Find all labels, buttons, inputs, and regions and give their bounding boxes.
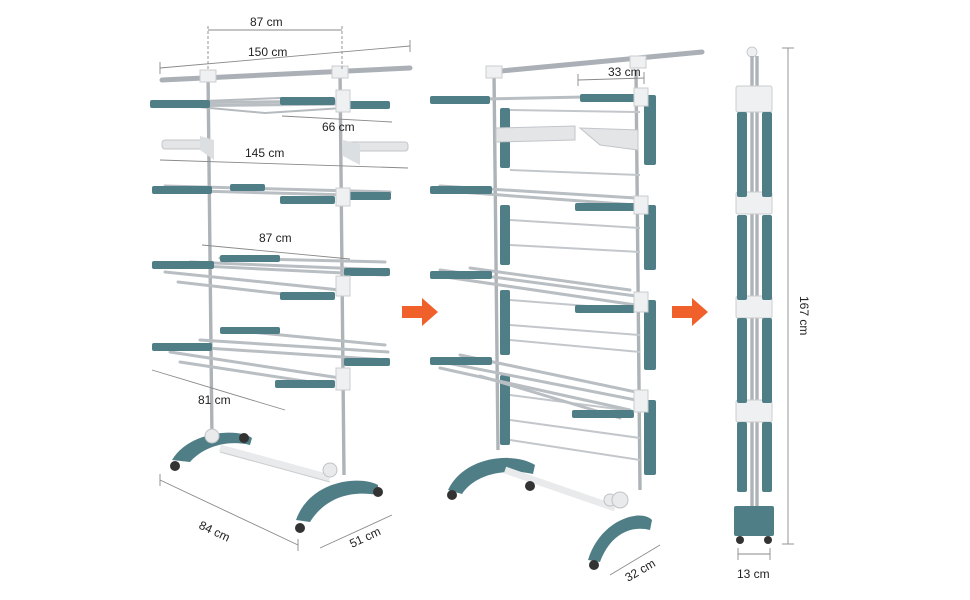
dim-base-length: 84 cm [197,518,233,545]
half-folded-rack: 33 cm 32 cm [430,49,705,585]
right-arrow-1 [402,298,438,326]
dim-top-wing: 33 cm [608,65,641,79]
top-clamp [199,69,217,83]
dim-hf-base-depth: 32 cm [623,556,658,584]
top-clamp [331,65,349,79]
dim-wing-shelf1: 66 cm [322,120,355,134]
left-pole [206,71,214,441]
hook-bar [161,136,409,165]
dim-shelf3: 87 cm [259,231,292,245]
hf-shelf-1 [430,87,649,107]
shelf-4 [152,327,390,391]
dim-folded-height: 167 cm [797,296,811,335]
dim-top-inner: 87 cm [250,15,283,29]
dim-shelf2: 145 cm [245,146,284,160]
hf-shelf-4 [430,353,649,420]
hf-shelf-3 [430,266,649,313]
dim-folded-thickness: 13 cm [737,567,770,581]
right-arrow-2 [672,298,708,326]
shelf-2 [152,184,392,207]
top-bar [159,65,413,83]
shelf-3 [152,255,390,300]
dim-base-depth: 51 cm [347,524,383,551]
shelf-1 [150,89,391,115]
unfolded-base [170,428,383,533]
folded-wing-rods [509,109,641,461]
dim-shelf4: 81 cm [198,393,231,407]
dim-top-full: 150 cm [248,45,287,59]
hf-shelf-2 [430,184,649,215]
folded-rack: 167 cm 13 cm [734,46,811,581]
unfolded-rack: 87 cm 150 cm 66 cm 145 cm 87 cm 81 cm 84… [150,15,413,551]
